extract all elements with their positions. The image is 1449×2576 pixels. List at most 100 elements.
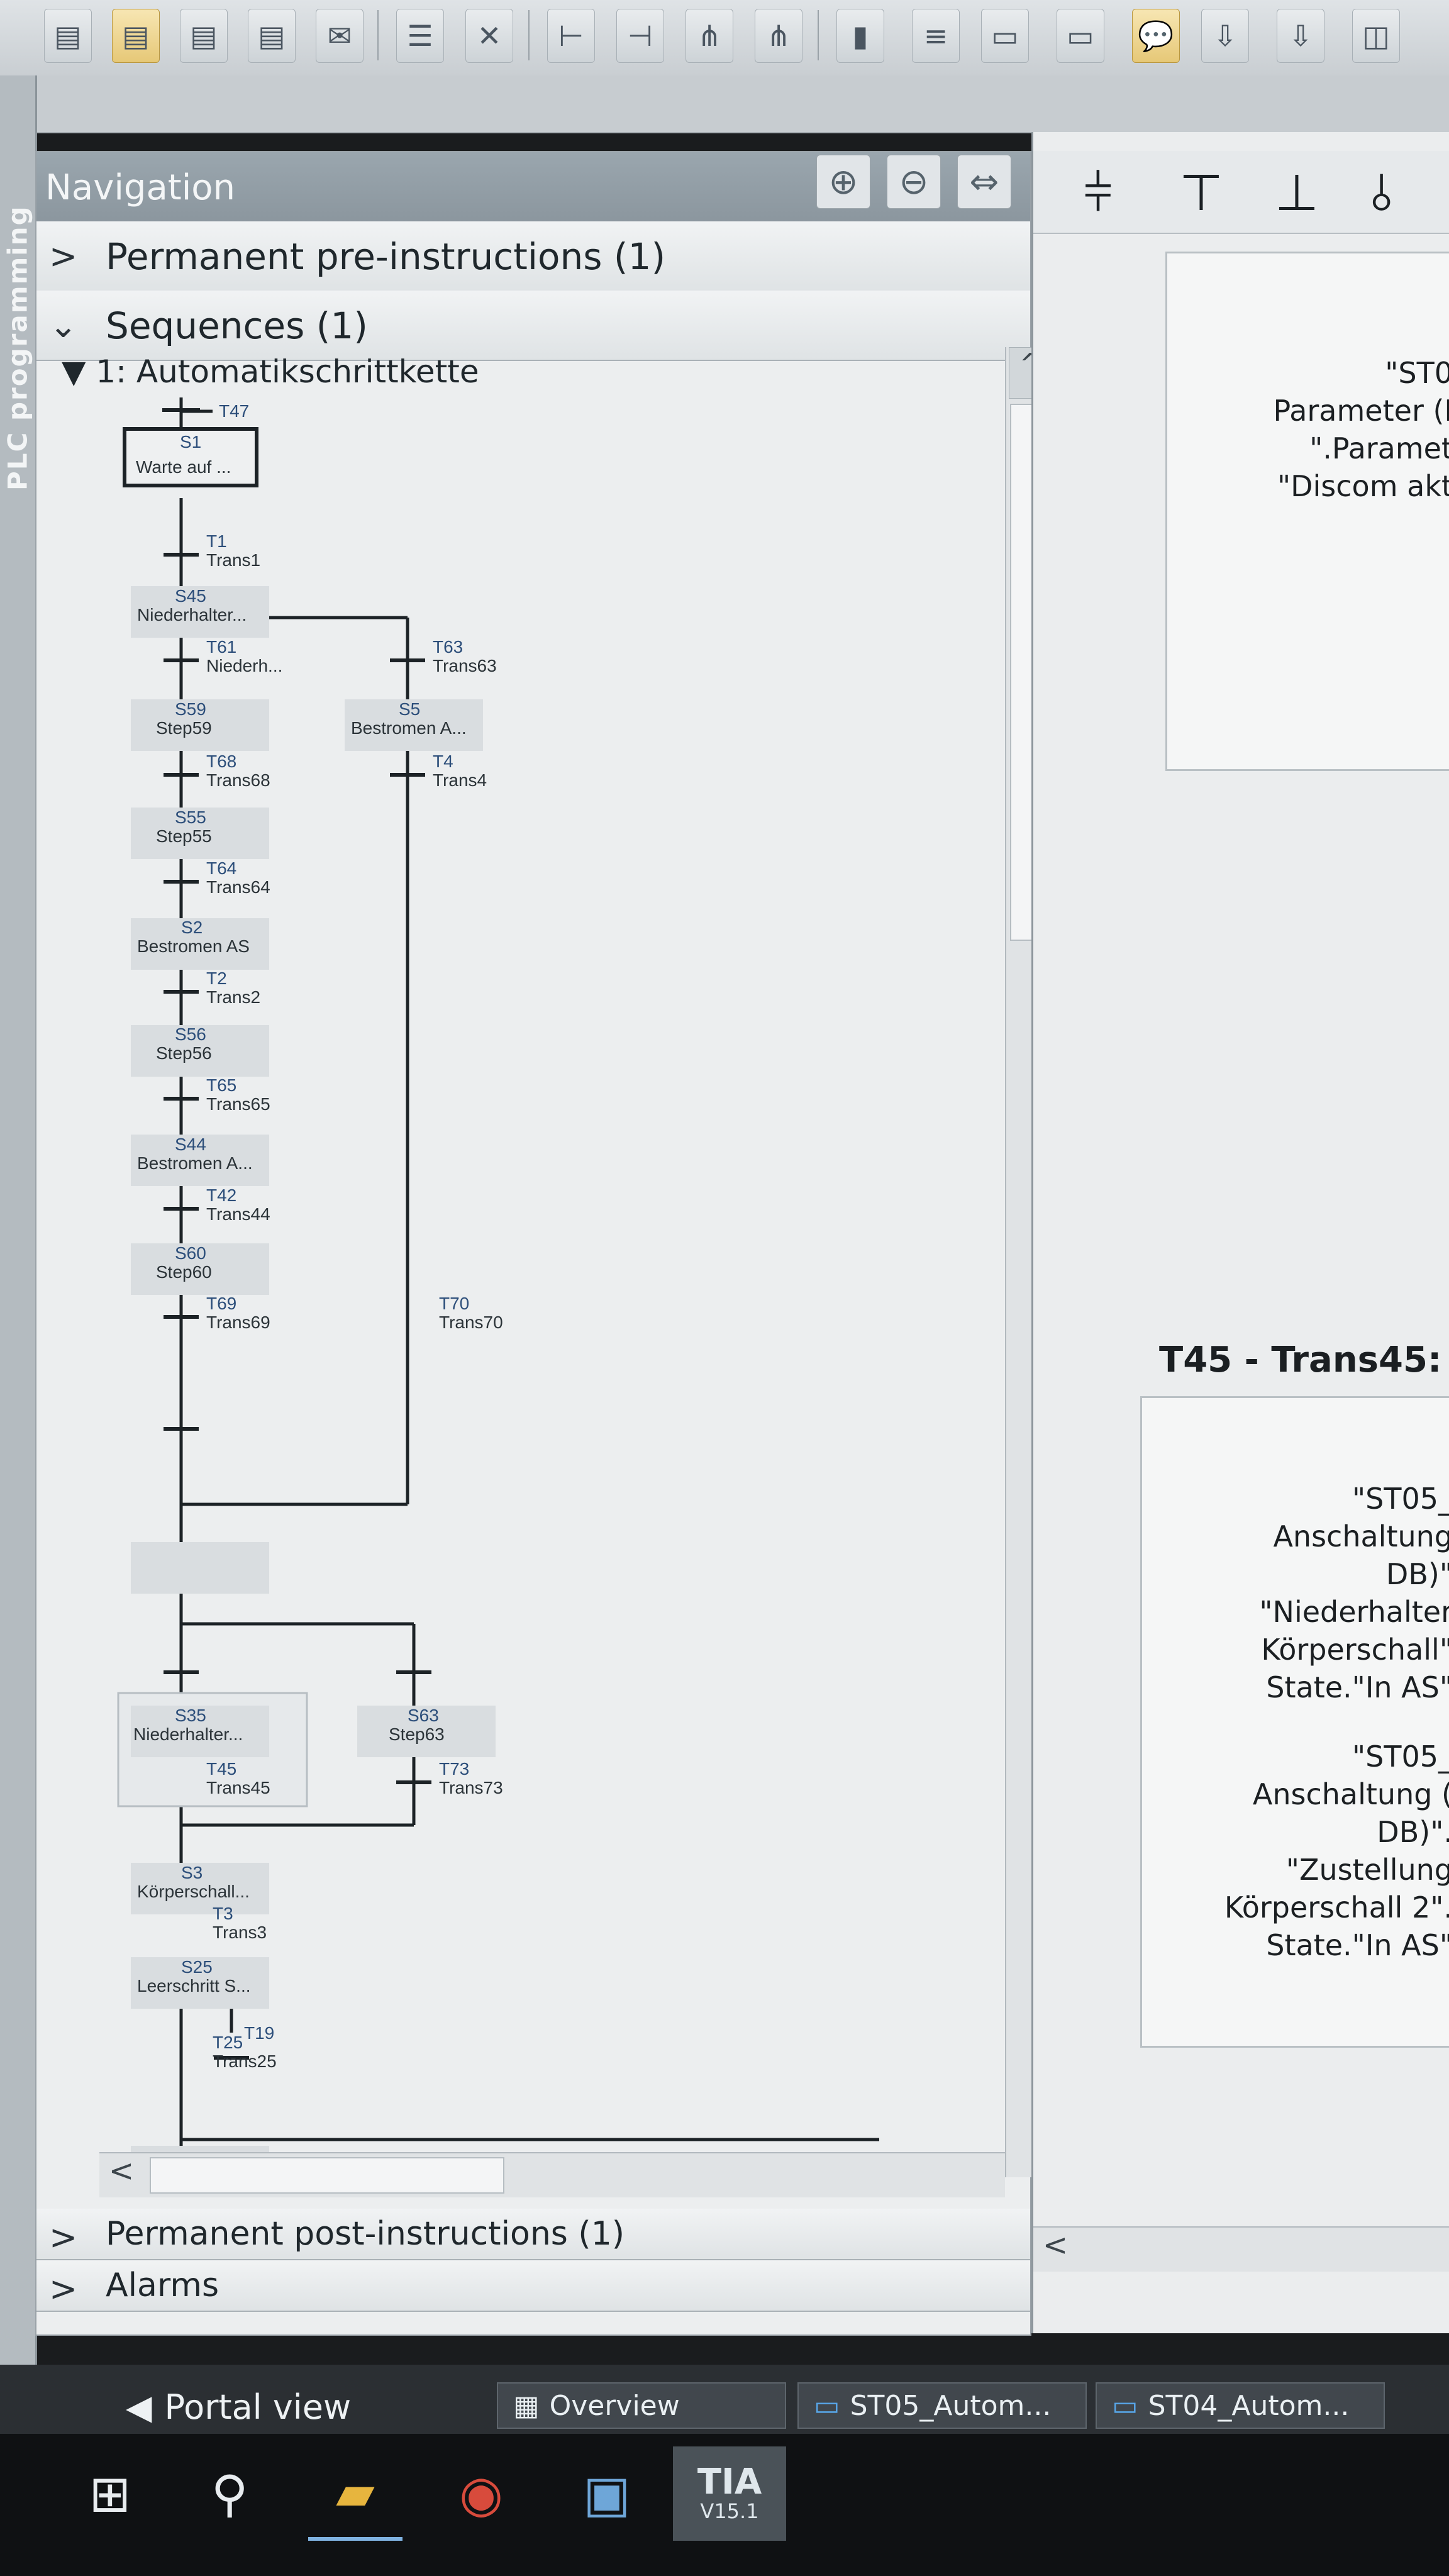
name-T68: Trans68 <box>206 770 270 790</box>
or-branch-icon[interactable]: ⊤ <box>1179 164 1223 222</box>
db-icon[interactable]: ▮ <box>836 9 884 63</box>
delete-icon[interactable]: ✕ <box>465 9 513 63</box>
name-S45: Niederhalter... <box>137 605 247 625</box>
panel-line: "ST05_ <box>1352 1482 1449 1516</box>
label-T4: T4 <box>433 752 453 771</box>
label-T2: T2 <box>206 969 227 988</box>
editor-area: ⫩ ⊤ ⊥ ⫰ "ST0 Parameter (I ".Paramet "Dis… <box>1031 132 1449 2333</box>
left-task-strip[interactable]: PLC programming <box>0 75 37 2365</box>
sequence-caption[interactable]: ▼ 1: Automatikschrittkette <box>62 353 479 390</box>
name-T70: Trans70 <box>439 1313 503 1332</box>
panel-line: "Niederhalter <box>1259 1595 1449 1629</box>
coil-icon[interactable]: ⫰ <box>1370 164 1392 222</box>
list-icon[interactable]: ≡ <box>912 9 960 63</box>
mail-icon[interactable]: ✉ <box>316 9 364 63</box>
section-alarms[interactable]: > Alarms <box>36 2260 1030 2312</box>
tab-st04[interactable]: ▭ ST04_Autom... <box>1096 2382 1385 2429</box>
panel-line: DB)". <box>1377 1815 1449 1849</box>
fit-width-icon[interactable]: ⇔ <box>957 155 1011 209</box>
scroll-left-icon[interactable]: < <box>1042 2228 1069 2263</box>
and-branch-icon[interactable]: ⫩ <box>1084 164 1113 222</box>
navigation-panel: Navigation ⊕ ⊖ ⇔ > Permanent pre-instruc… <box>35 151 1054 2336</box>
horizontal-scrollbar[interactable]: < <box>99 2152 1005 2197</box>
sequence-graph[interactable]: T47 S1 T1 S45 T61 T63 S59 S5 T68 T4 S55 … <box>55 397 1005 2152</box>
remote-desktop-icon[interactable]: ▣ <box>583 2464 631 2523</box>
label-S56: S56 <box>175 1024 206 1044</box>
plc-programming-tab[interactable]: PLC programming <box>2 205 33 491</box>
chevron-down-icon: ⌄ <box>49 306 78 345</box>
label-S2: S2 <box>181 918 203 937</box>
table-icon[interactable]: ▭ <box>981 9 1029 63</box>
portal-view-label: Portal view <box>164 2387 352 2427</box>
download-icon[interactable]: ⇩ <box>1277 9 1324 63</box>
section-post-instructions[interactable]: > Permanent post-instructions (1) <box>36 2209 1030 2260</box>
label-T69: T69 <box>206 1294 236 1313</box>
name-S5: Bestromen A... <box>351 718 467 738</box>
monitor-icon[interactable]: ◫ <box>1352 9 1400 63</box>
toggle-icon[interactable]: ⊣ <box>616 9 664 63</box>
label-T47: T47 <box>219 401 249 421</box>
block-icon[interactable]: ▤ <box>112 9 160 63</box>
label-T25: T25 <box>213 2033 243 2052</box>
windows-start-icon[interactable]: ⊞ <box>89 2464 131 2523</box>
transition-panel-top: "ST0 Parameter (I ".Paramet "Discom akt <box>1165 252 1449 771</box>
block-icon: ▭ <box>814 2389 840 2422</box>
name-S59: Step59 <box>156 718 212 738</box>
table-icon[interactable]: ▭ <box>1057 9 1104 63</box>
block-icon[interactable]: ▤ <box>180 9 228 63</box>
section-pre-instructions[interactable]: > Permanent pre-instructions (1) <box>36 221 1030 292</box>
block-icon[interactable]: ▤ <box>44 9 92 63</box>
overview-icon: ▦ <box>513 2389 540 2422</box>
panel-line: State."In AS" <box>1266 1928 1449 1962</box>
sequence-caption-text: 1: Automatikschrittkette <box>96 353 479 390</box>
navigation-header: Navigation ⊕ ⊖ ⇔ <box>36 152 1030 228</box>
search-icon[interactable]: ⚲ <box>211 2464 248 2523</box>
branch-icon[interactable]: ⋔ <box>686 9 733 63</box>
sfc-diagram: T47 S1 T1 S45 T61 T63 S59 S5 T68 T4 S55 … <box>117 397 879 2152</box>
label-S45: S45 <box>175 586 206 606</box>
insert-icon[interactable]: ☰ <box>396 9 444 63</box>
name-T73: Trans73 <box>439 1778 503 1797</box>
hscroll-thumb[interactable] <box>150 2157 504 2194</box>
block-icon[interactable]: ▤ <box>248 9 296 63</box>
contact-icon[interactable]: ⊥ <box>1275 164 1319 222</box>
scroll-left-icon[interactable]: < <box>108 2153 135 2189</box>
transition-toolbar: ⫩ ⊤ ⊥ ⫰ <box>1033 151 1449 234</box>
name-S2: Bestromen AS <box>137 936 250 956</box>
label-S35: S35 <box>175 1706 206 1725</box>
branch-icon[interactable]: ⋔ <box>755 9 802 63</box>
panel-line: ".Paramet <box>1309 431 1449 465</box>
tab-label: ST05_Autom... <box>850 2389 1052 2422</box>
tia-portal-icon[interactable]: TIA V15.1 <box>673 2446 786 2541</box>
name-T4: Trans4 <box>433 770 487 790</box>
name-T3: Trans3 <box>213 1923 267 1942</box>
name-S60: Step60 <box>156 1262 212 1282</box>
section-label: Permanent post-instructions (1) <box>106 2215 625 2253</box>
editor-horizontal-scrollbar[interactable]: < <box>1033 2226 1449 2272</box>
zoom-out-icon[interactable]: ⊖ <box>887 155 941 209</box>
toolbar: ▤ ▤ ▤ ▤ ✉ ☰ ✕ ⊢ ⊣ ⋔ ⋔ ▮ ≡ ▭ ▭ 💬 ⇩ ⇩ ◫ <box>0 0 1449 77</box>
navigation-title: Navigation <box>45 167 236 208</box>
section-sequences[interactable]: ⌄ Sequences (1) <box>36 291 1030 361</box>
label-T68: T68 <box>206 752 236 771</box>
label-T61: T61 <box>206 637 236 657</box>
name-S56: Step56 <box>156 1043 212 1063</box>
label-S44: S44 <box>175 1135 206 1154</box>
tab-label: Overview <box>549 2389 680 2422</box>
name-T42: Trans44 <box>206 1204 270 1224</box>
name-T64: Trans64 <box>206 877 270 897</box>
tab-st05[interactable]: ▭ ST05_Autom... <box>797 2382 1087 2429</box>
name-S1: Warte auf ... <box>136 457 231 477</box>
download-icon[interactable]: ⇩ <box>1201 9 1249 63</box>
toggle-icon[interactable]: ⊢ <box>547 9 595 63</box>
comment-icon[interactable]: 💬 <box>1132 9 1180 63</box>
panel-line: Anschaltung <box>1273 1519 1449 1553</box>
chrome-icon[interactable]: ◉ <box>459 2464 503 2523</box>
file-explorer-icon[interactable]: ▰ <box>308 2446 402 2541</box>
zoom-in-icon[interactable]: ⊕ <box>816 155 870 209</box>
name-S55: Step55 <box>156 826 212 846</box>
label-S59: S59 <box>175 699 206 719</box>
label-S25: S25 <box>181 1957 213 1977</box>
portal-view-button[interactable]: ◀ Portal view <box>126 2384 351 2430</box>
tab-overview[interactable]: ▦ Overview <box>497 2382 786 2429</box>
